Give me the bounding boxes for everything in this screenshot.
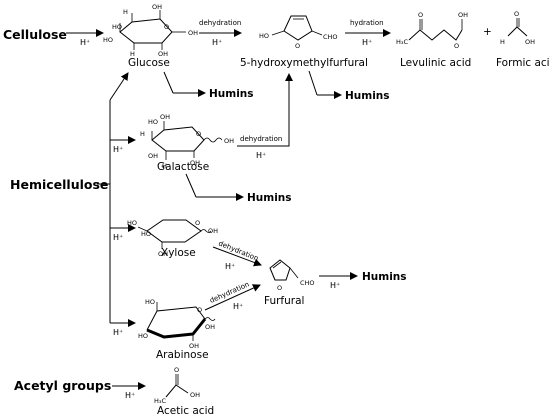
hmf-structure: HO O CHO bbox=[259, 15, 338, 50]
hemicellulose-label: Hemicellulose bbox=[10, 177, 108, 192]
atom-label: OH bbox=[525, 38, 535, 46]
hmf-label: 5-hydroxymethylfurfural bbox=[240, 57, 368, 69]
levulinic-acid-label: Levulinic acid bbox=[400, 57, 471, 69]
plus-sign: + bbox=[483, 26, 492, 38]
atom-label: H bbox=[130, 50, 135, 58]
formic-acid-structure: H O OH bbox=[500, 10, 535, 46]
acetyl-groups-label: Acetyl groups bbox=[14, 378, 111, 393]
atom-label: H bbox=[140, 130, 145, 138]
dehydration-label: dehydration bbox=[199, 19, 241, 27]
atom-label: OH bbox=[160, 113, 170, 121]
atom-label: HO bbox=[148, 118, 158, 126]
humins-connector-glucose bbox=[163, 71, 174, 94]
atom-label: OH bbox=[152, 3, 162, 11]
atom-label: HO bbox=[145, 298, 155, 306]
atom-label: HO bbox=[141, 230, 151, 238]
atom-label: HO bbox=[112, 23, 122, 31]
atom-label: OH bbox=[158, 50, 168, 58]
acetic-acid-label: Acetic acid bbox=[157, 405, 214, 417]
formic-acid-label: Formic acid bbox=[496, 57, 550, 69]
catalyst-label-hmf: H⁺ bbox=[362, 38, 372, 47]
atom-label: O bbox=[454, 42, 459, 50]
arabinose-label: Arabinose bbox=[156, 349, 209, 361]
catalyst-label-xylose: H⁺ bbox=[113, 233, 123, 242]
atom-label: OH bbox=[458, 11, 468, 19]
atom-label: H bbox=[162, 162, 167, 170]
glucose-label: Glucose bbox=[128, 57, 170, 69]
humins-connector-galactose bbox=[185, 173, 197, 198]
glucose-structure: H OH HO HO O OH H OH bbox=[103, 3, 198, 58]
catalyst-label-arabinose-furfural: H⁺ bbox=[233, 302, 243, 311]
dehydration-label: dehydration bbox=[240, 135, 282, 143]
catalyst-label-furfural: H⁺ bbox=[330, 281, 340, 290]
atom-label: O bbox=[195, 219, 200, 227]
humins-label-hmf: Humins bbox=[345, 90, 390, 102]
humins-label-galactose: Humins bbox=[247, 192, 292, 204]
levulinic-acid-structure: H₃C O OH O bbox=[396, 11, 468, 50]
galactose-label: Galactose bbox=[157, 161, 209, 173]
furfural-label: Furfural bbox=[264, 295, 304, 307]
arrow-hemicellulose-to-glucose bbox=[109, 72, 129, 101]
arrow-arabinose-to-furfural bbox=[204, 284, 261, 311]
atom-label: O bbox=[277, 284, 282, 292]
humins-label-glucose: Humins bbox=[209, 88, 254, 100]
galactose-structure: HO OH H O OH H OH OH bbox=[140, 113, 234, 170]
atom-label: O bbox=[418, 11, 423, 19]
atom-label: OH bbox=[190, 159, 200, 167]
atom-label: OH bbox=[208, 227, 218, 235]
xylose-structure: HO HO OH O OH bbox=[127, 219, 218, 258]
atom-label: O bbox=[514, 10, 519, 18]
atom-label: OH bbox=[189, 342, 199, 350]
atom-label: OH bbox=[224, 137, 234, 145]
catalyst-label-glucose: H⁺ bbox=[212, 38, 222, 47]
atom-label: H bbox=[123, 8, 128, 16]
atom-label: OH bbox=[158, 250, 168, 258]
catalyst-label-arabinose: H⁺ bbox=[113, 328, 123, 337]
atom-label: H bbox=[500, 38, 505, 46]
catalyst-label-xylose-furfural: H⁺ bbox=[225, 262, 235, 271]
cellulose-label: Cellulose bbox=[3, 27, 67, 42]
atom-label: O bbox=[164, 23, 169, 31]
humins-label-furfural: Humins bbox=[362, 271, 407, 283]
xylose-label: Xylose bbox=[161, 247, 196, 259]
atom-label: OH bbox=[205, 323, 215, 331]
catalyst-label-cellulose: H⁺ bbox=[80, 38, 90, 47]
atom-label: H₃C bbox=[396, 38, 408, 46]
arrow-xylose-to-furfural bbox=[212, 246, 262, 267]
atom-label: O bbox=[174, 366, 179, 374]
acetic-acid-structure: H₃C O OH bbox=[154, 366, 200, 405]
atom-label: HO bbox=[259, 32, 269, 40]
atom-label: HO bbox=[103, 36, 113, 44]
catalyst-label-acetyl: H⁺ bbox=[125, 391, 135, 400]
arabinose-structure: HO HO O OH OH bbox=[138, 298, 216, 350]
humins-connector-hmf bbox=[308, 70, 318, 96]
atom-label: H₃C bbox=[154, 397, 166, 405]
furfural-structure: O CHO bbox=[269, 259, 315, 292]
atom-label: O bbox=[295, 42, 300, 50]
atom-label: O bbox=[197, 306, 202, 314]
atom-label: CHO bbox=[300, 279, 315, 287]
hydration-label: hydration bbox=[350, 19, 384, 27]
atom-label: HO bbox=[127, 219, 137, 227]
atom-label: OH bbox=[148, 152, 158, 160]
atom-label: O bbox=[196, 130, 201, 138]
arrow-galactose-to-hmf bbox=[237, 73, 293, 147]
atom-label: CHO bbox=[323, 33, 338, 41]
atom-label: OH bbox=[190, 391, 200, 399]
atom-label: HO bbox=[138, 332, 148, 340]
catalyst-label-galactose-hmf: H⁺ bbox=[256, 151, 266, 160]
atom-label: OH bbox=[188, 29, 198, 37]
catalyst-label-galactose: H⁺ bbox=[113, 145, 123, 154]
